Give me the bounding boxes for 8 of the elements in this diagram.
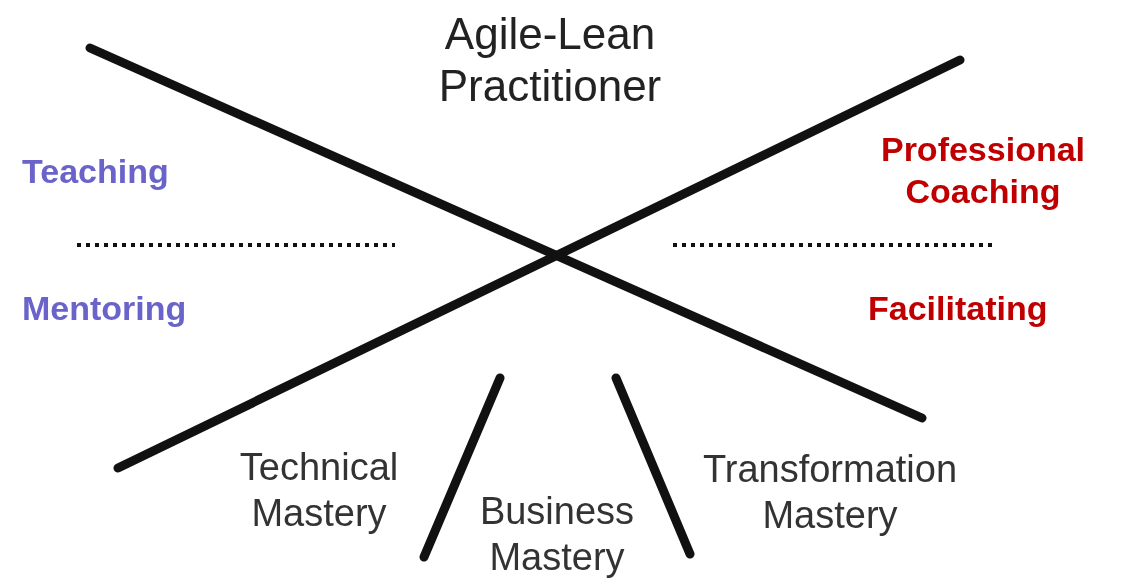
quadrant-label: Transformation Mastery bbox=[701, 447, 959, 538]
quadrant-label: Teaching bbox=[22, 151, 170, 192]
quadrant-label: Professional Coaching bbox=[879, 129, 1087, 212]
quadrant-label: Agile-Lean Practitioner bbox=[437, 8, 663, 112]
quadrant-label: Mentoring bbox=[22, 288, 188, 329]
quadrant-label: Business Mastery bbox=[478, 489, 636, 580]
quadrant-label: Technical Mastery bbox=[238, 445, 400, 536]
quadrant-label: Facilitating bbox=[868, 288, 1049, 329]
